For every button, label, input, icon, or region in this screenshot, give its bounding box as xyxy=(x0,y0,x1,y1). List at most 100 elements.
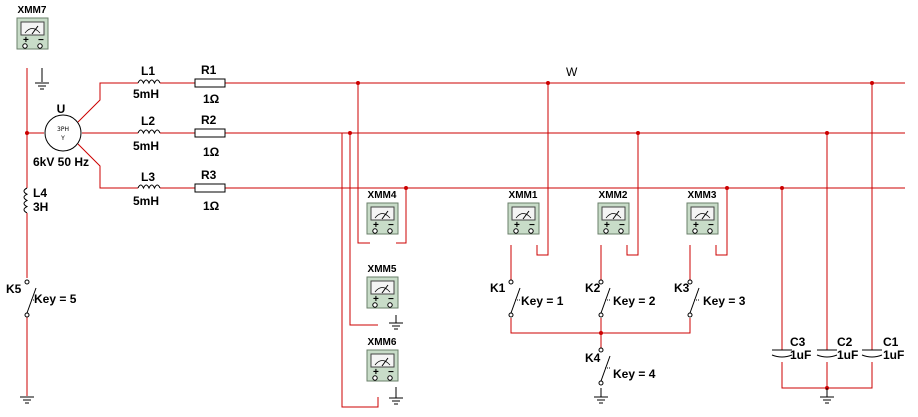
multimeter-xmm2[interactable]: XMM2+− xyxy=(597,190,630,235)
switch-contact-bottom xyxy=(508,312,514,318)
ground-icon xyxy=(594,388,608,404)
wires xyxy=(26,68,905,408)
multimeter-xmm4[interactable]: XMM4+− xyxy=(366,190,399,235)
meter-terminal-plus[interactable] xyxy=(513,228,519,234)
resistor-body xyxy=(194,183,226,193)
switch-key: Key = 2 xyxy=(613,294,656,308)
wire-xmm6-plus xyxy=(341,133,379,408)
wire-phase-c-source xyxy=(77,143,138,189)
switch-ref: K4 xyxy=(585,351,601,365)
inductor-coil xyxy=(137,184,161,190)
three-phase-source[interactable]: 3PH Y U 6kV 50 Hz xyxy=(33,102,89,169)
meter-ref: XMM5 xyxy=(368,264,397,275)
meter-terminal-plus[interactable] xyxy=(22,43,28,49)
inductor-coil xyxy=(137,79,161,85)
junction-dot xyxy=(25,131,29,135)
inductor-ref: L4 xyxy=(33,186,47,200)
meter-terminal-plus[interactable] xyxy=(603,228,609,234)
resistor-value: 1Ω xyxy=(203,199,220,213)
wire-xmm4-minus xyxy=(396,188,407,244)
meter-terminal-plus[interactable] xyxy=(692,228,698,234)
multimeter-xmm1[interactable]: XMM1+− xyxy=(507,190,540,235)
meter-scale-icon xyxy=(374,287,391,293)
inductor-value: 3H xyxy=(33,200,48,214)
multimeter-xmm3[interactable]: XMM3+− xyxy=(686,190,719,235)
resistor-r3[interactable]: R3 1Ω xyxy=(194,168,226,213)
source-symbol xyxy=(44,114,82,152)
meter-minus-label: − xyxy=(708,220,714,231)
switch-key: Key = 5 xyxy=(34,292,77,306)
inductor-ref: L2 xyxy=(141,114,155,128)
multimeter-xmm7[interactable]: XMM7+− xyxy=(16,5,49,50)
ground-icon xyxy=(389,387,403,405)
multimeter-xmm5[interactable]: XMM5 +− xyxy=(366,264,399,309)
meter-terminal-plus[interactable] xyxy=(372,302,378,308)
capacitor-value: 1uF xyxy=(883,348,904,362)
multimeter-xmm6[interactable]: XMM6+− xyxy=(366,337,399,382)
switch-contact-bottom xyxy=(598,380,604,386)
inductor-coil xyxy=(137,129,161,135)
junction-dot xyxy=(348,131,352,135)
inductor-value: 5mH xyxy=(133,87,159,101)
wire-xmm4-plus xyxy=(357,83,370,244)
meter-plus-label: + xyxy=(373,294,379,305)
meter-terminal-minus[interactable] xyxy=(387,375,393,381)
junction-dot xyxy=(825,131,829,135)
capacitor-c2[interactable]: C2 1uF xyxy=(816,335,858,362)
meter-scale-icon xyxy=(24,28,41,34)
resistor-r2[interactable]: R2 1Ω xyxy=(194,113,226,159)
meter-terminal-minus[interactable] xyxy=(707,228,713,234)
resistor-value: 1Ω xyxy=(203,92,220,106)
meter-terminal-plus[interactable] xyxy=(372,375,378,381)
inductor-l1[interactable]: L1 5mH xyxy=(133,64,161,101)
wire-xmm1-minus xyxy=(536,83,549,256)
wire-xmm3-minus xyxy=(715,188,728,256)
capacitor-c3[interactable]: C3 1uF xyxy=(771,335,811,362)
meter-terminal-minus[interactable] xyxy=(618,228,624,234)
capacitor-ref: C2 xyxy=(837,335,853,349)
meter-ref: XMM3 xyxy=(688,190,717,201)
inductor-l3[interactable]: L3 5mH xyxy=(133,170,161,208)
inductor-l2[interactable]: L2 5mH xyxy=(133,114,161,153)
meter-terminal-minus[interactable] xyxy=(528,228,534,234)
meter-plus-label: + xyxy=(514,220,520,231)
resistor-ref: R1 xyxy=(201,63,217,77)
multimeters: XMM7+−XMM4+−XMM5+−XMM6+−XMM1+−XMM2+−XMM3… xyxy=(16,5,719,382)
meter-needle-icon xyxy=(31,25,39,35)
switch-contact-bottom xyxy=(687,312,693,318)
meter-minus-label: − xyxy=(388,294,394,305)
meter-needle-icon xyxy=(381,357,389,367)
resistor-r1[interactable]: R1 1Ω xyxy=(194,63,226,106)
junction-dot xyxy=(546,81,550,85)
meter-plus-label: + xyxy=(373,367,379,378)
meter-needle-icon xyxy=(701,210,709,220)
meter-terminal-minus[interactable] xyxy=(387,228,393,234)
junction-dot xyxy=(636,131,640,135)
meter-terminal-minus[interactable] xyxy=(387,302,393,308)
meter-terminal-plus[interactable] xyxy=(372,228,378,234)
meter-minus-label: − xyxy=(388,367,394,378)
capacitor-c1[interactable]: C1 1uF xyxy=(861,335,904,362)
junction-dot xyxy=(356,81,360,85)
ground-icon xyxy=(820,388,834,404)
meter-minus-label: − xyxy=(388,220,394,231)
junctions xyxy=(25,81,874,390)
meter-terminal-minus[interactable] xyxy=(37,43,43,49)
switch-key: Key = 1 xyxy=(521,294,564,308)
meter-minus-label: − xyxy=(38,35,44,46)
meter-scale-icon xyxy=(515,213,532,219)
resistor-ref: R3 xyxy=(201,168,217,182)
ground-icon xyxy=(20,396,34,404)
switch-contact-top xyxy=(598,347,604,353)
switch-contact-top xyxy=(598,279,604,285)
meter-needle-icon xyxy=(381,284,389,294)
meter-scale-icon xyxy=(605,213,622,219)
switch-ref: K5 xyxy=(6,282,22,296)
inductor-l4[interactable]: L4 3H xyxy=(23,186,48,214)
meter-scale-icon xyxy=(694,213,711,219)
